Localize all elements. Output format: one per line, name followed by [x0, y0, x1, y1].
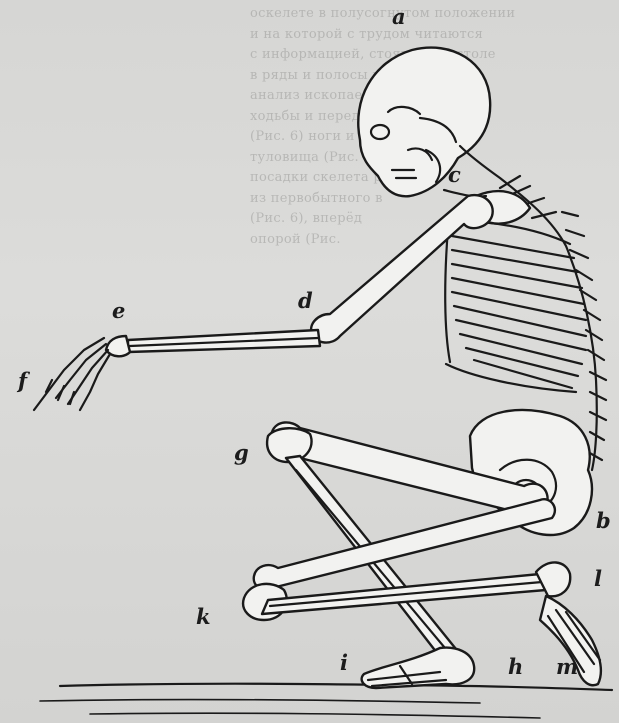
hand-bones — [34, 338, 110, 410]
ground-line — [40, 684, 612, 718]
label-l: l — [594, 566, 602, 591]
foot-left — [362, 648, 475, 688]
skull — [358, 48, 490, 197]
label-d: d — [298, 288, 313, 313]
arm — [34, 195, 493, 410]
label-e: e — [112, 298, 125, 323]
label-k: k — [196, 604, 211, 629]
label-i: i — [340, 650, 348, 675]
label-b: b — [596, 508, 611, 533]
label-h: h — [508, 654, 523, 679]
label-c: c — [448, 162, 461, 187]
label-a: a — [392, 4, 406, 29]
label-g: g — [234, 440, 249, 465]
label-m: m — [556, 654, 578, 679]
label-f: f — [18, 368, 27, 393]
